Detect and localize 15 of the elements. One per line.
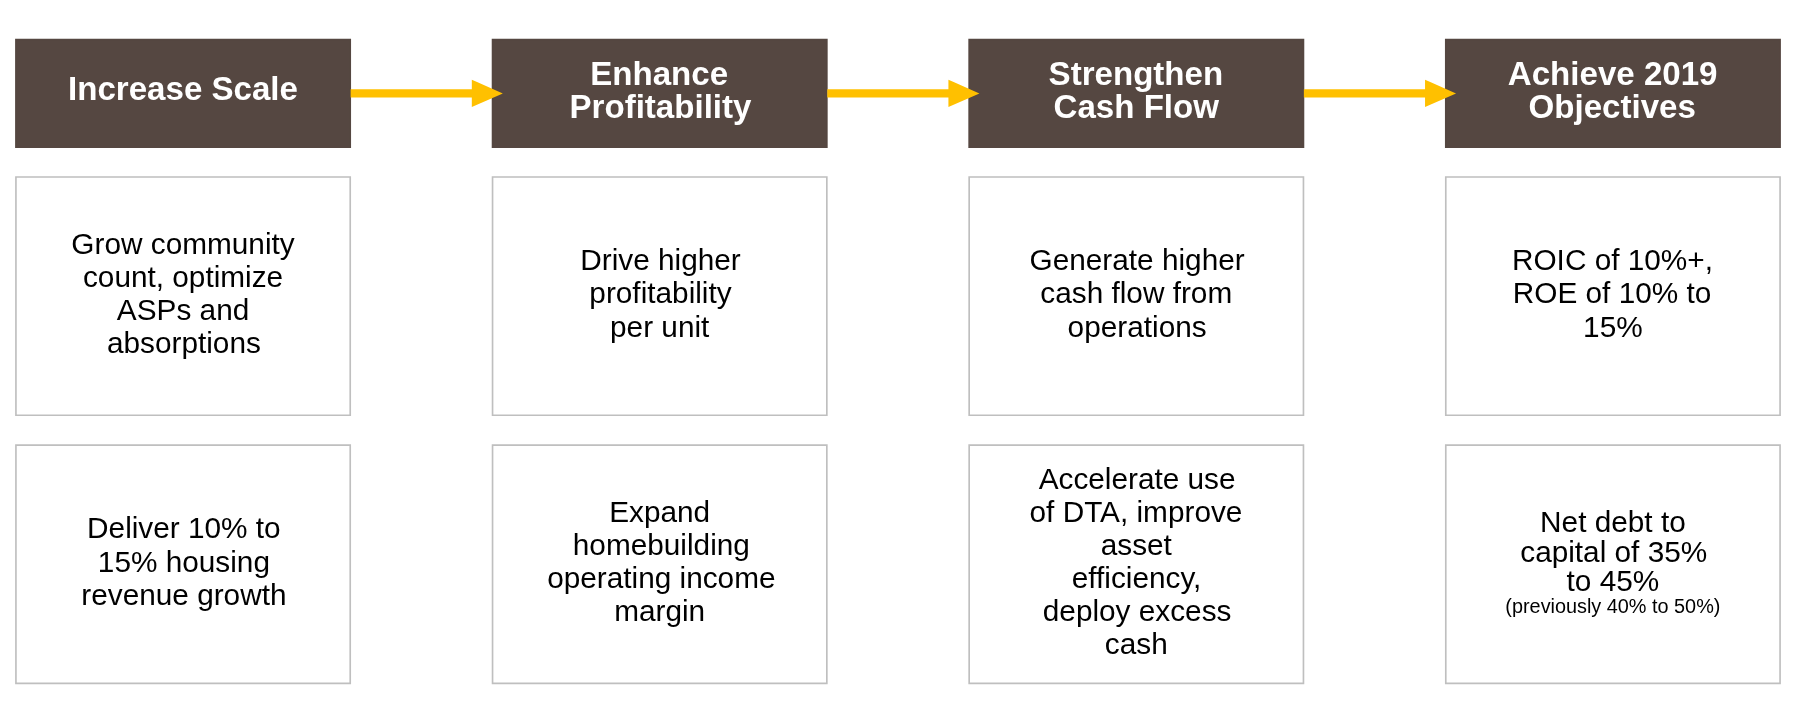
- node-box: Net debt to capital of 35% to 45% (previously 40% to 50%): [1444, 443, 1781, 684]
- node-box: Deliver 10% to 15% housing revenue growth: [15, 443, 352, 684]
- node-box: Enhance Profitability: [491, 38, 828, 148]
- node-box: Accelerate use of DTA, improve asset efficiency, deploy excess cash: [968, 443, 1305, 684]
- arrow: [827, 79, 980, 107]
- node-box: Strengthen Cash Flow: [968, 38, 1305, 148]
- node-box: Drive higher profitability per unit: [491, 175, 828, 416]
- node-box: ROIC of 10%+, ROE of 10% to 15%: [1444, 175, 1781, 416]
- node-box: Achieve 2019 Objectives: [1444, 38, 1781, 148]
- arrow: [1303, 79, 1457, 107]
- node-box: Grow community count, optimize ASPs and absorptions: [15, 175, 352, 416]
- node-box: Increase Scale: [15, 38, 352, 148]
- node-box: Expand homebuilding operating income margin: [491, 443, 828, 684]
- arrow: [350, 79, 503, 107]
- node-box: Generate higher cash flow from operations: [968, 175, 1305, 416]
